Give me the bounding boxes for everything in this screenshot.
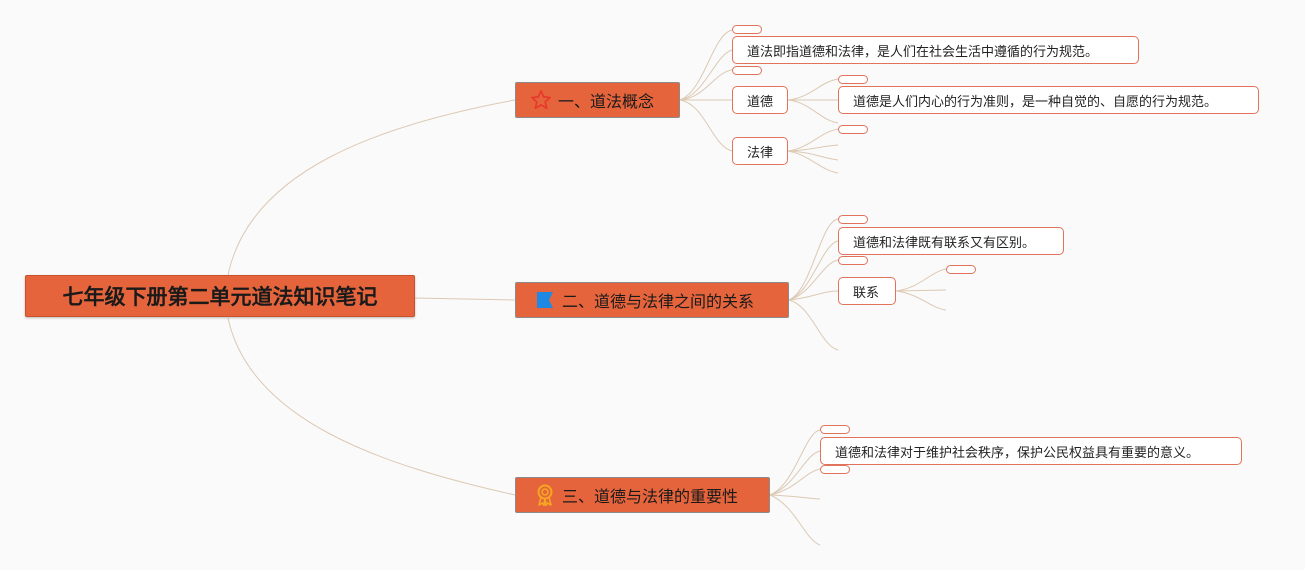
subtopic-label: 法律 <box>747 145 774 161</box>
branch-topic-label: 二、道德与法律之间的关系 <box>562 292 755 311</box>
leaf-topic-label: 道法即指道德和法律，是人们在社会生活中遵循的行为规范。 <box>747 44 1099 60</box>
empty-topic[interactable] <box>838 125 868 134</box>
leaf-topic-label: 道德是人们内心的行为准则，是一种自觉的、自愿的行为规范。 <box>853 94 1218 110</box>
connector-root-branch1 <box>227 99 516 276</box>
subtopic-morality[interactable]: 道德 <box>732 86 788 114</box>
empty-topic[interactable] <box>946 265 976 274</box>
leaf-topic-relation-summary[interactable]: 道德和法律既有联系又有区别。 <box>838 227 1064 255</box>
empty-topic[interactable] <box>838 256 868 265</box>
branch-topic-importance[interactable]: 三、道德与法律的重要性 <box>515 477 770 513</box>
award-ribbon-icon <box>534 484 556 506</box>
flag-icon <box>534 289 556 311</box>
branch-topic-label: 三、道德与法律的重要性 <box>562 487 739 506</box>
root-topic-label: 七年级下册第二单元道法知识笔记 <box>62 285 378 309</box>
subtopic-label: 道德 <box>747 94 774 110</box>
branch-topic-relationship[interactable]: 二、道德与法律之间的关系 <box>515 282 789 318</box>
star-icon <box>530 89 552 111</box>
empty-topic[interactable] <box>732 25 762 34</box>
empty-topic[interactable] <box>820 465 850 474</box>
leaf-topic-definition[interactable]: 道法即指道德和法律，是人们在社会生活中遵循的行为规范。 <box>732 36 1139 64</box>
leaf-topic-label: 道德和法律对于维护社会秩序，保护公民权益具有重要的意义。 <box>835 445 1200 461</box>
subtopic-label: 联系 <box>853 285 880 301</box>
branch-topic-label: 一、道法概念 <box>558 92 655 111</box>
leaf-topic-label: 道德和法律既有联系又有区别。 <box>853 235 1036 251</box>
subtopic-law[interactable]: 法律 <box>732 137 788 165</box>
empty-topic[interactable] <box>838 75 868 84</box>
connector-root-branch3 <box>227 317 516 496</box>
branch-topic-concept[interactable]: 一、道法概念 <box>515 82 680 118</box>
connector-root-branch2 <box>414 297 516 301</box>
empty-topic[interactable] <box>732 66 762 75</box>
empty-topic[interactable] <box>820 425 850 434</box>
leaf-topic-morality-definition[interactable]: 道德是人们内心的行为准则，是一种自觉的、自愿的行为规范。 <box>838 86 1259 114</box>
subtopic-connection[interactable]: 联系 <box>838 277 896 305</box>
root-topic[interactable]: 七年级下册第二单元道法知识笔记 <box>25 275 415 317</box>
leaf-topic-importance-summary[interactable]: 道德和法律对于维护社会秩序，保护公民权益具有重要的意义。 <box>820 437 1242 465</box>
empty-topic[interactable] <box>838 215 868 224</box>
